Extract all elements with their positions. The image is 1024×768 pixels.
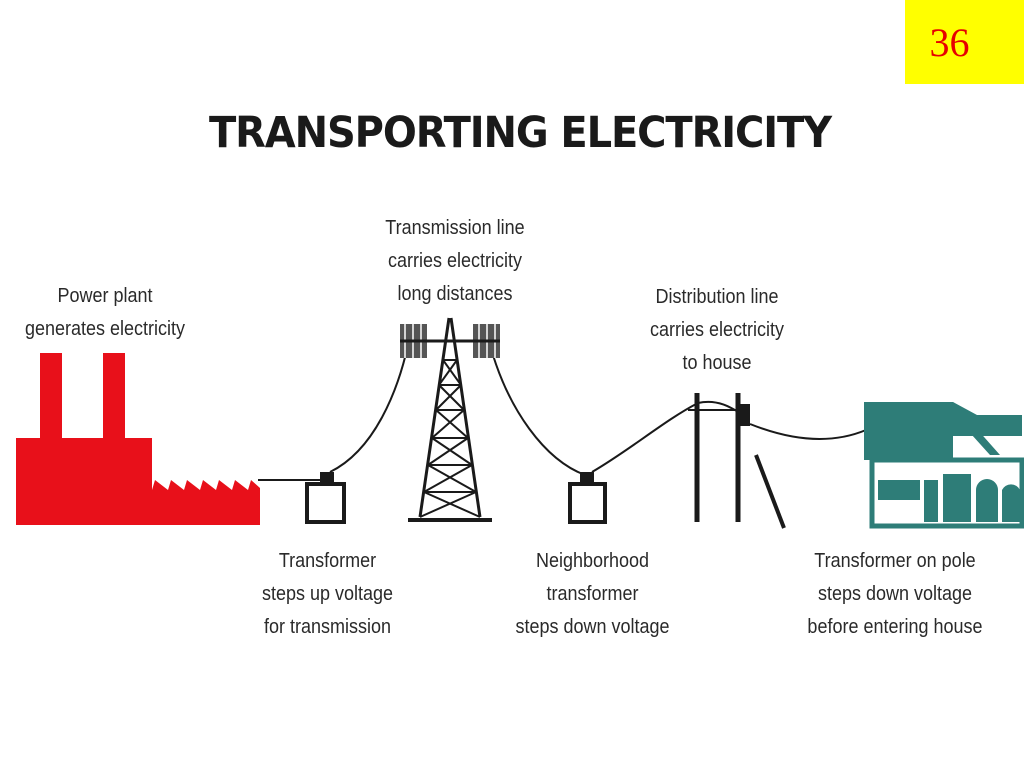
step-up-transformer-icon [305, 472, 346, 524]
utility-pole-icon [688, 393, 786, 529]
transmission-tower-icon [400, 317, 500, 522]
pole-transformer-label: Transformer on pole steps down voltage b… [807, 550, 983, 638]
house-service-line [749, 423, 867, 440]
distribution-line [591, 400, 749, 473]
neighborhood-transformer-icon [568, 472, 607, 524]
slide-number: 36 [905, 0, 1024, 84]
transmission-line-label: Transmission line carries electricity lo… [385, 217, 525, 305]
power-plant-icon [16, 353, 260, 525]
house-icon [864, 400, 1024, 529]
diagram-title: TRANSPORTING ELECTRICITY [208, 108, 832, 158]
transmission-line-left [329, 344, 409, 473]
step-up-transformer-label: Transformer steps up voltage for transmi… [261, 550, 394, 638]
transmission-line-right [489, 344, 586, 476]
neighborhood-transformer-label: Neighborhood transformer steps down volt… [515, 550, 670, 638]
distribution-line-label: Distribution line carries electricity to… [649, 286, 785, 374]
power-plant-label: Power plant generates electricity [24, 285, 186, 340]
